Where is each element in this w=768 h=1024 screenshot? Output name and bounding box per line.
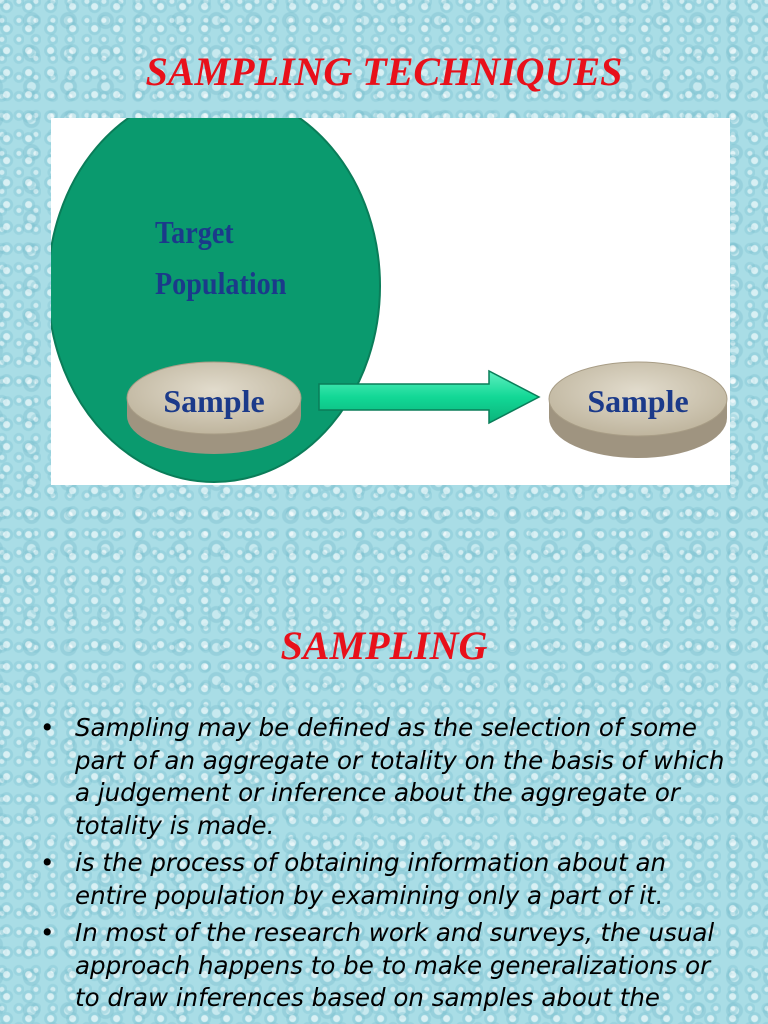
population-label-line1: Target — [155, 214, 234, 250]
arrow-right-icon — [318, 369, 541, 425]
bullet-text: Sampling may be defined as the selection… — [75, 713, 725, 840]
bullet-icon: • — [40, 918, 55, 947]
list-item: • is the process of obtaining information… — [40, 847, 740, 912]
sampling-diagram: Target Population Sample Sample — [51, 118, 730, 485]
bullet-text: is the process of obtaining information … — [75, 848, 667, 910]
section-title: SAMPLING — [280, 623, 488, 668]
outer-sample-disc — [548, 361, 728, 458]
population-label-line2: Population — [155, 265, 287, 301]
outer-sample-label: Sample — [587, 383, 688, 419]
inner-sample-label: Sample — [163, 383, 264, 419]
bullet-text: In most of the research work and surveys… — [75, 918, 715, 1012]
bullet-icon: • — [40, 713, 55, 742]
diagram-svg: Target Population Sample Sample — [51, 118, 728, 483]
inner-sample-disc — [126, 361, 302, 454]
bullet-icon: • — [40, 848, 55, 877]
list-item: • Sampling may be defined as the selectio… — [40, 712, 740, 842]
slide-title: SAMPLING TECHNIQUES — [145, 49, 623, 94]
bullet-list: • Sampling may be defined as the selectio… — [40, 712, 740, 1020]
list-item: • In most of the research work and survey… — [40, 917, 740, 1015]
